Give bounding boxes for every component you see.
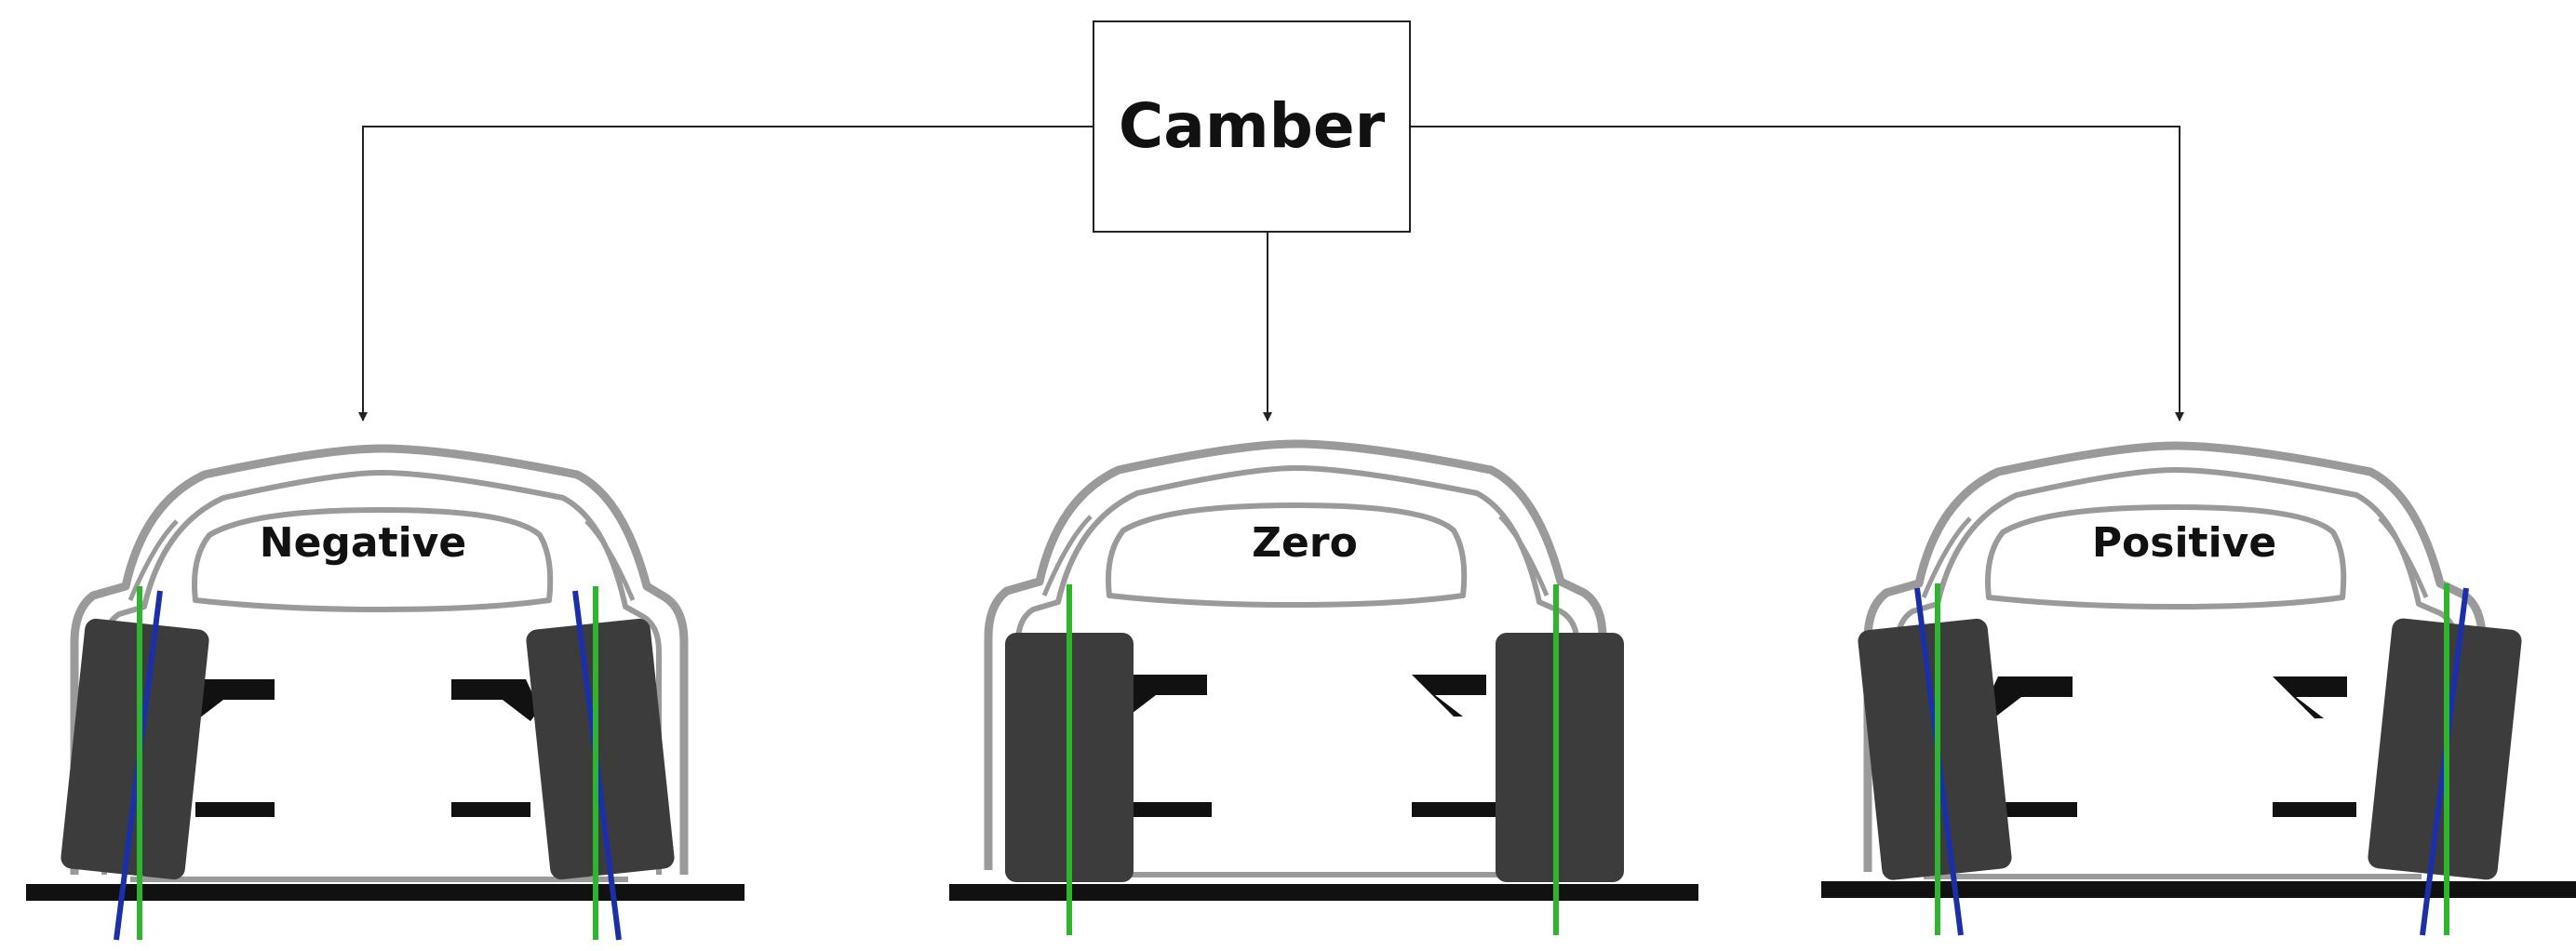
car-zero: Zero — [949, 439, 1698, 935]
ground-line — [26, 884, 745, 901]
title-box: Camber — [1093, 20, 1411, 233]
camber-lines — [1067, 584, 1559, 935]
suspension-arms — [1119, 675, 1496, 817]
wheel-left — [60, 618, 209, 880]
wheel-right — [526, 618, 675, 880]
ground-line — [949, 884, 1698, 901]
camber-lines — [1914, 583, 2469, 936]
car-body-outline — [70, 444, 689, 882]
suspension-arms — [186, 679, 540, 817]
wheel-left-tire — [60, 618, 209, 880]
variant-label-negative: Negative — [260, 519, 467, 567]
ground-line — [1821, 881, 2576, 898]
wheel-right-tire — [526, 618, 675, 880]
wheel-right — [1496, 633, 1624, 882]
connector-to-negative — [358, 126, 1093, 422]
connector-to-positive — [1410, 126, 2184, 422]
title-label: Camber — [1119, 90, 1386, 162]
variant-label-zero: Zero — [1252, 519, 1358, 567]
variant-label-positive: Positive — [2092, 519, 2276, 567]
car-body-outline — [1863, 441, 2487, 879]
suspension-arms — [1984, 676, 2356, 817]
car-negative: Negative — [26, 444, 745, 941]
car-positive: Positive — [1821, 441, 2576, 936]
wheel-right-tire — [1496, 633, 1624, 882]
camber-lines — [114, 586, 622, 941]
connector-lines — [358, 126, 2184, 422]
